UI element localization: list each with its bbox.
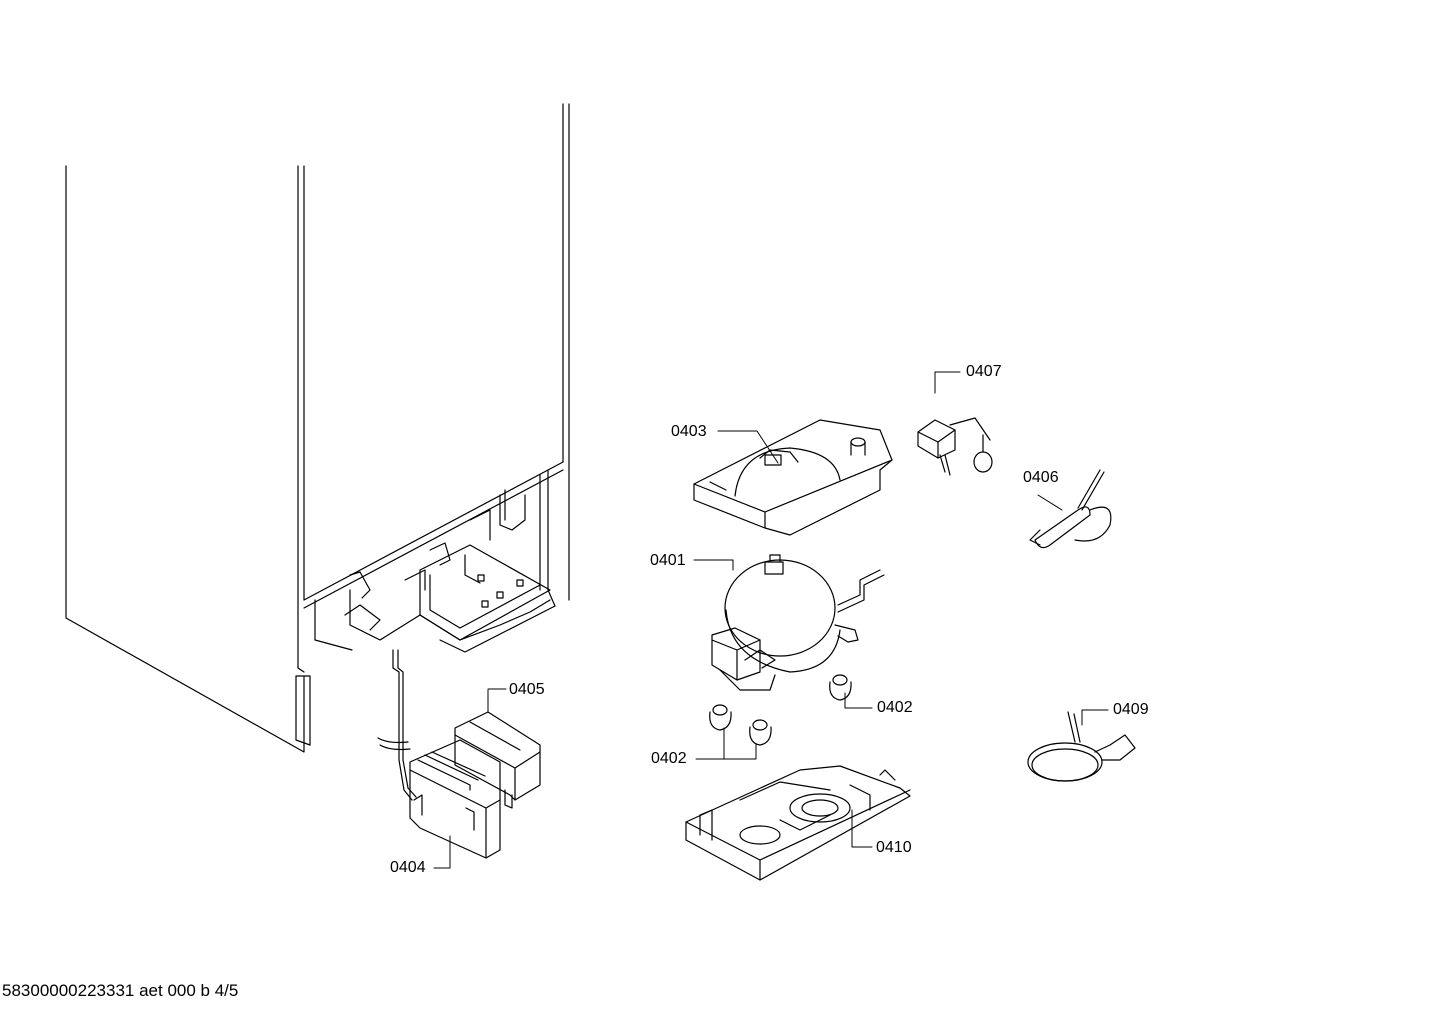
- label-0410: 0410: [876, 839, 912, 856]
- label-0402-right: 0402: [877, 699, 913, 716]
- power-cord: [1027, 711, 1136, 782]
- fridge-cabinet: [65, 103, 570, 753]
- label-0404: 0404: [390, 859, 426, 876]
- capillary-filter: [1029, 469, 1112, 549]
- label-0406: 0406: [1023, 469, 1059, 486]
- electronic-box: [409, 739, 501, 859]
- relay-clip: [917, 417, 993, 476]
- base-plate: [685, 765, 911, 881]
- label-0403: 0403: [671, 423, 707, 440]
- grommets: [709, 674, 852, 746]
- label-0407: 0407: [966, 363, 1002, 380]
- connection-wire: [377, 649, 417, 801]
- compressor: [711, 554, 885, 691]
- label-0401: 0401: [650, 552, 686, 569]
- label-0402-left: 0402: [651, 750, 687, 767]
- electronic-box-cover: [454, 711, 541, 809]
- compressor-cover: [693, 419, 893, 536]
- label-0405: 0405: [509, 681, 545, 698]
- label-0409: 0409: [1113, 701, 1149, 718]
- document-footer: 58300000223331 aet 000 b 4/5: [2, 981, 239, 1000]
- leader-lines: [433, 371, 1109, 869]
